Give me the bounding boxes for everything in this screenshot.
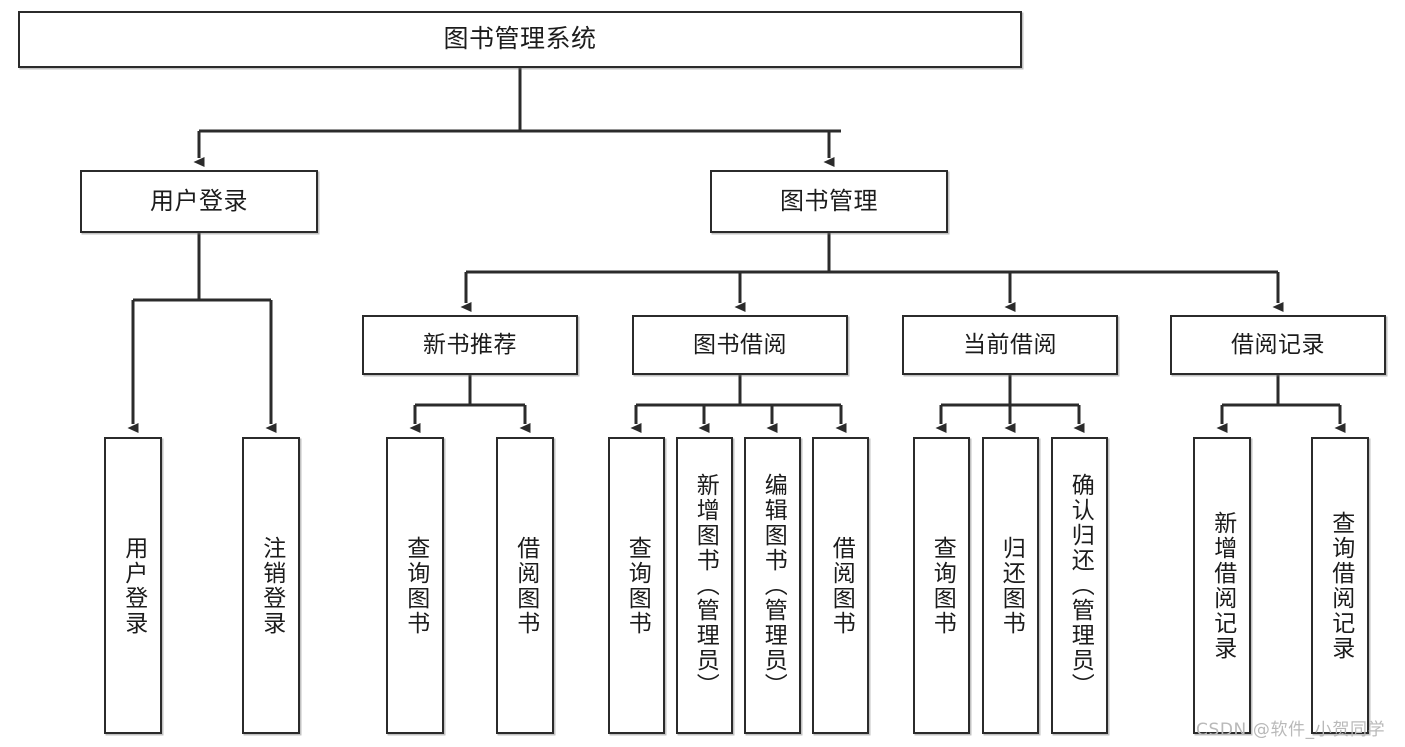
node-user-login-label: 用户登录 [150,186,248,215]
node-current-borrow[interactable]: 当前借阅 [902,315,1118,375]
node-book-manage[interactable]: 图书管理 [710,170,948,233]
leaf-query-book-1-label: 查询图书 [402,535,429,636]
leaf-confirm-return[interactable]: 确认归还（管理员） [1051,437,1108,734]
leaf-add-book[interactable]: 新增图书（管理员） [676,437,733,734]
leaf-query-book-2-label: 查询图书 [624,535,651,636]
node-current-borrow-label: 当前借阅 [963,331,1057,358]
leaf-query-book-3[interactable]: 查询图书 [913,437,970,734]
leaf-borrow-book-1[interactable]: 借阅图书 [496,437,554,734]
node-new-book-recommend[interactable]: 新书推荐 [362,315,578,375]
leaf-edit-book[interactable]: 编辑图书（管理员） [744,437,801,734]
leaf-user-login[interactable]: 用户登录 [104,437,162,734]
leaf-query-book-1[interactable]: 查询图书 [386,437,444,734]
leaf-add-book-label: 新增图书（管理员） [692,473,719,698]
leaf-query-book-3-label: 查询图书 [929,535,956,636]
leaf-add-record[interactable]: 新增借阅记录 [1193,437,1251,734]
leaf-edit-book-label: 编辑图书（管理员） [760,473,787,698]
node-borrow-record[interactable]: 借阅记录 [1170,315,1386,375]
csdn-watermark: CSDN @软件_小贺同学 [1196,720,1386,740]
leaf-add-record-label: 新增借阅记录 [1209,510,1236,661]
leaf-borrow-book-2-label: 借阅图书 [828,535,855,636]
leaf-return-book-label: 归还图书 [998,535,1025,636]
node-new-book-recommend-label: 新书推荐 [423,331,517,358]
node-root-label: 图书管理系统 [443,24,597,54]
leaf-confirm-return-label: 确认归还（管理员） [1067,473,1094,698]
node-user-login[interactable]: 用户登录 [80,170,318,233]
leaf-query-record[interactable]: 查询借阅记录 [1311,437,1369,734]
leaf-user-login-label: 用户登录 [120,535,147,636]
node-book-manage-label: 图书管理 [780,186,878,215]
leaf-borrow-book-1-label: 借阅图书 [512,535,539,636]
leaf-user-logout[interactable]: 注销登录 [242,437,300,734]
leaf-query-book-2[interactable]: 查询图书 [608,437,665,734]
leaf-user-logout-label: 注销登录 [258,535,285,636]
node-borrow-record-label: 借阅记录 [1231,331,1325,358]
node-root[interactable]: 图书管理系统 [18,11,1022,68]
node-book-borrow[interactable]: 图书借阅 [632,315,848,375]
leaf-borrow-book-2[interactable]: 借阅图书 [812,437,869,734]
leaf-return-book[interactable]: 归还图书 [982,437,1039,734]
leaf-query-record-label: 查询借阅记录 [1327,510,1354,661]
node-book-borrow-label: 图书借阅 [693,331,787,358]
